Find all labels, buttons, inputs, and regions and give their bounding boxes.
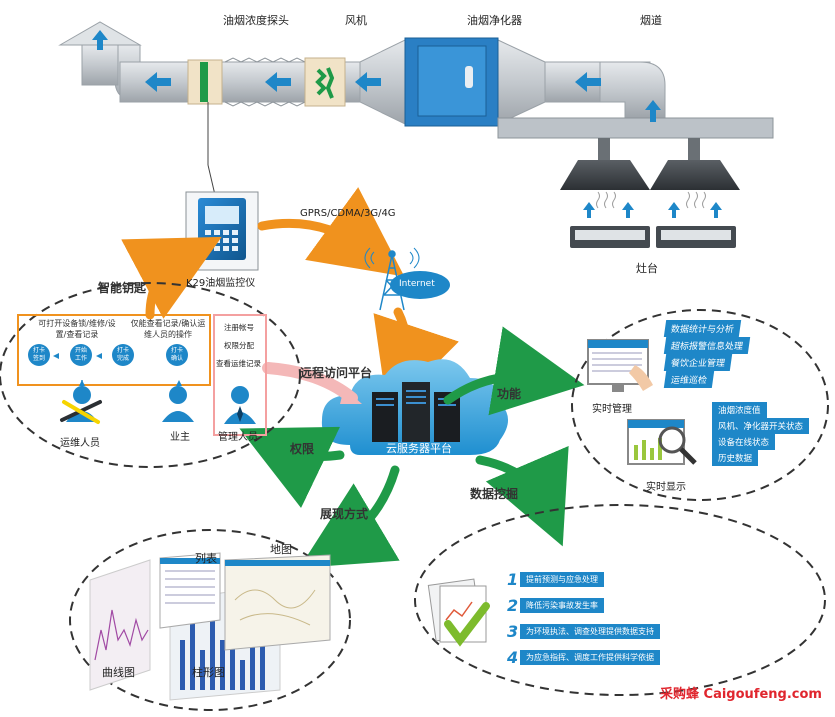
map-screen-image [224,554,331,651]
list-label: 列表 [195,552,217,565]
fan-blades [315,67,335,99]
data-mining-label: 数据挖掘 [470,487,519,501]
green-flow [239,326,585,569]
purifier-label: 油烟净化器 [467,14,522,27]
func-stats: 数据统计与分析 [663,320,742,337]
mining-item-4: 为应急指挥、调度工作提供科学依据 [520,650,660,665]
smart-key-label: 智能钥匙 [98,281,147,295]
cloud-label: 云服务器平台 [386,442,452,455]
func-inspection: 运维巡检 [663,371,715,388]
functions-ellipse [571,309,829,501]
manager-item-permission: 权限分配 [224,341,254,350]
watermark: 采购蜂 Caigoufeng.com [660,687,822,702]
curve-label: 曲线图 [102,666,135,679]
mining-item-1: 提前预测与应急处理 [520,572,604,587]
realtime-manage-label: 实时管理 [592,404,632,415]
presentation-ellipse [69,529,351,711]
wrench-icon [60,400,102,424]
map-label: 地图 [270,543,292,556]
monitor-label: K29油烟监控仪 [186,278,256,289]
network-label: GPRS/CDMA/3G/4G [300,208,396,219]
curve-chart-image [89,559,151,691]
manager-box [213,314,267,436]
ops-note: 可打开设备锁/维修/设置/查看记录 [38,319,116,339]
duct-system [58,21,774,196]
bar-label: 柱形图 [192,666,225,679]
manager-item-records: 查看运维记录 [216,359,261,368]
flue-label: 烟道 [640,14,662,27]
func-concentration: 油烟浓度值 [712,402,767,418]
manager-label: 管理人员 [218,432,258,443]
realtime-manage-screen [587,339,653,392]
ops-flow-box [17,314,211,386]
func-alarm: 超标报警信息处理 [663,337,751,354]
roles-ellipse [0,282,301,468]
step-checkin: 打卡签到 [28,344,50,366]
remote-access-label: 远程访问平台 [300,366,373,380]
kitchen-hoods [560,138,740,248]
step-complete: 打卡完成 [112,344,134,366]
step-confirm: 打卡确认 [166,344,188,366]
mining-ellipse [414,504,826,696]
probe-label: 油烟浓度探头 [223,14,289,27]
mining-num-3: 3 [507,622,519,641]
step-start-work: 开始工作 [70,344,92,366]
internet-label: Internet [399,279,435,289]
stove-label: 灶台 [636,262,658,275]
report-doc-icon [427,578,490,647]
mining-item-2: 降低污染事故发生率 [520,598,604,613]
manager-item-register: 注册帐号 [224,323,254,332]
mining-num-4: 4 [507,648,519,667]
func-history: 历史数据 [712,450,759,466]
fan-section [304,57,346,107]
mining-item-3: 为环境执法、调查处理提供数据支持 [520,624,660,639]
func-switch-status: 风机、净化器开关状态 [712,418,810,434]
mining-num-2: 2 [507,596,519,615]
func-enterprise: 餐饮企业管理 [663,354,733,371]
ops-person-label: 运维人员 [60,438,100,449]
internet-cloud [390,271,450,299]
manager-icon [224,386,256,424]
list-screen-image [159,552,221,629]
presentation-label: 展现方式 [320,507,369,521]
function-label: 功能 [497,387,522,401]
realtime-display-screen [627,419,697,465]
fan-label: 风机 [345,14,367,27]
owner-label: 业主 [170,432,190,443]
owner-note: 仅能查看记录/确认运维人员的操作 [130,319,206,339]
k29-monitor-device [185,191,259,271]
owner-icon [162,386,194,422]
flow-arrows [92,30,661,122]
func-online-status: 设备在线状态 [712,434,776,450]
permission-label: 权限 [290,442,315,456]
mining-num-1: 1 [507,570,519,589]
realtime-display-label: 实时显示 [646,482,686,493]
